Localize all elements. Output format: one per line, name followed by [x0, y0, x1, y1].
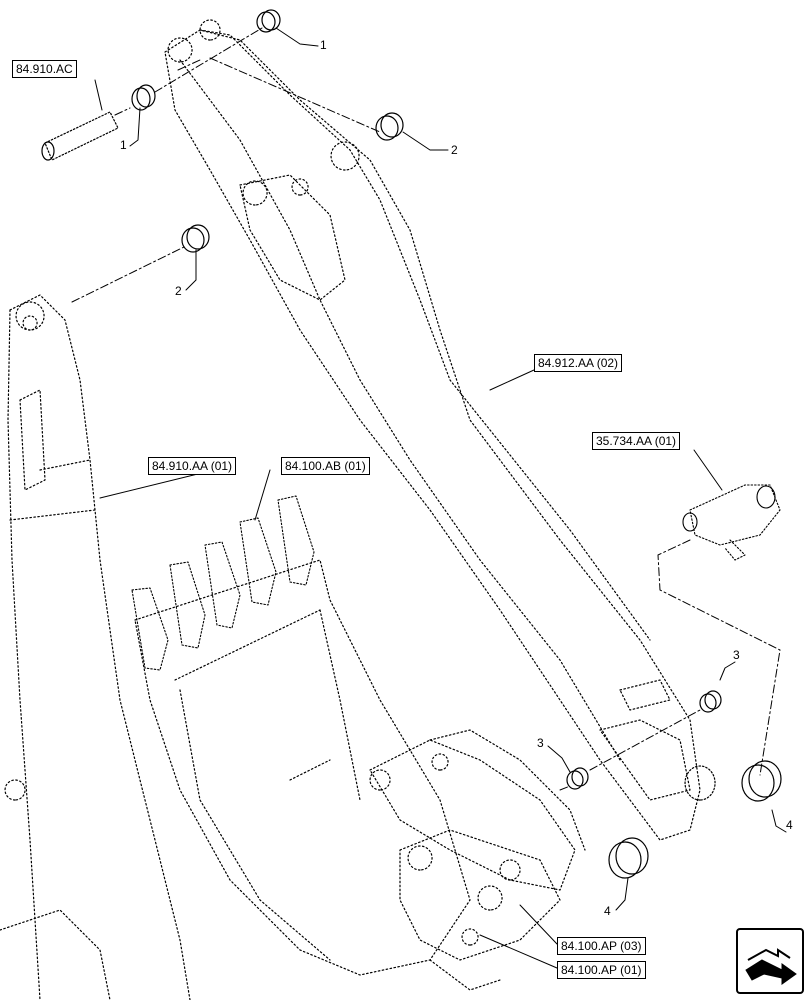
arrow-icon — [745, 948, 797, 985]
cylinder-fitting — [682, 484, 781, 561]
callout-center-seal: 4 — [604, 904, 611, 918]
ref-boom[interactable]: 84.910.AA (01) — [148, 457, 237, 475]
callout-center-small-bushing: 3 — [537, 736, 544, 750]
arm-side-plate — [239, 174, 346, 301]
alignment-lines — [71, 27, 781, 791]
bucket — [134, 559, 471, 976]
boom — [0, 294, 191, 1000]
callout-right-small-bushing: 3 — [733, 648, 740, 662]
ref-bucket[interactable]: 84.100.AB (01) — [281, 457, 370, 475]
ref-link-b[interactable]: 84.100.AP (01) — [557, 961, 646, 979]
callout-right-upper-bushing: 2 — [451, 143, 458, 157]
next-page-arrow-icon[interactable] — [736, 928, 804, 994]
ref-cylinder[interactable]: 35.734.AA (01) — [592, 432, 681, 450]
callout-left-lower-bushing: 2 — [175, 284, 182, 298]
callout-right-seal: 4 — [786, 818, 793, 832]
bucket-teeth — [131, 495, 315, 671]
bucket-linkage — [369, 729, 586, 991]
ref-link-a[interactable]: 84.100.AP (03) — [557, 937, 646, 955]
leader-lines — [94, 27, 787, 969]
seal-assembly — [566, 690, 782, 879]
ref-arm[interactable]: 84.912.AA (02) — [534, 354, 623, 372]
ref-pin[interactable]: 84.910.AC — [12, 60, 77, 78]
pin-assembly — [41, 9, 404, 253]
callout-top-bushing: 1 — [320, 38, 327, 52]
dipper-arm — [164, 19, 701, 841]
callout-left-bushing: 1 — [120, 138, 127, 152]
